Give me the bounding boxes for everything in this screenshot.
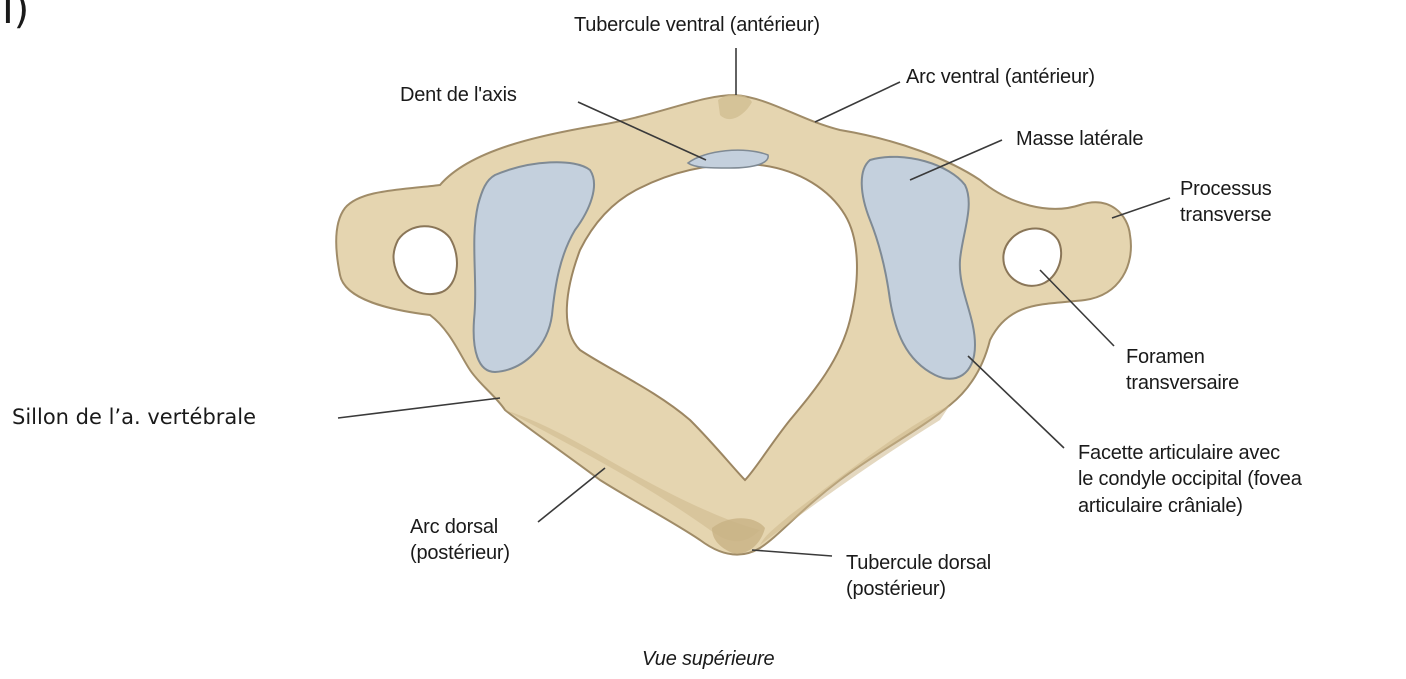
label-tubercule-dorsal: Tubercule dorsal (postérieur) [846,550,991,603]
leader-processus-transverse [1112,198,1170,218]
leader-facette [968,356,1064,448]
atlas-bone [336,94,1131,554]
label-processus-transverse: Processus transverse [1180,176,1272,229]
label-arc-ventral: Arc ventral (antérieur) [906,64,1095,90]
leader-sillon [338,398,500,418]
left-transverse-foramen [394,226,457,294]
label-facette-articulaire: Facette articulaire avec le condyle occi… [1078,440,1302,519]
label-sillon: Sillon de l’a. vertébrale [12,404,256,432]
label-arc-dorsal: Arc dorsal (postérieur) [410,514,510,567]
label-tubercule-ventral: Tubercule ventral (antérieur) [574,12,820,38]
leader-arc-ventral [815,82,900,122]
leader-tubercule-dorsal [752,550,832,556]
label-foramen-transversaire: Foramen transversaire [1126,344,1239,397]
leader-arc-dorsal [538,468,605,522]
figure-caption: Vue supérieure [642,646,774,672]
corner-mark: I) [2,0,29,30]
label-masse-laterale: Masse latérale [1016,126,1143,152]
label-dent-axis: Dent de l'axis [400,82,517,108]
right-transverse-foramen [1003,228,1061,285]
